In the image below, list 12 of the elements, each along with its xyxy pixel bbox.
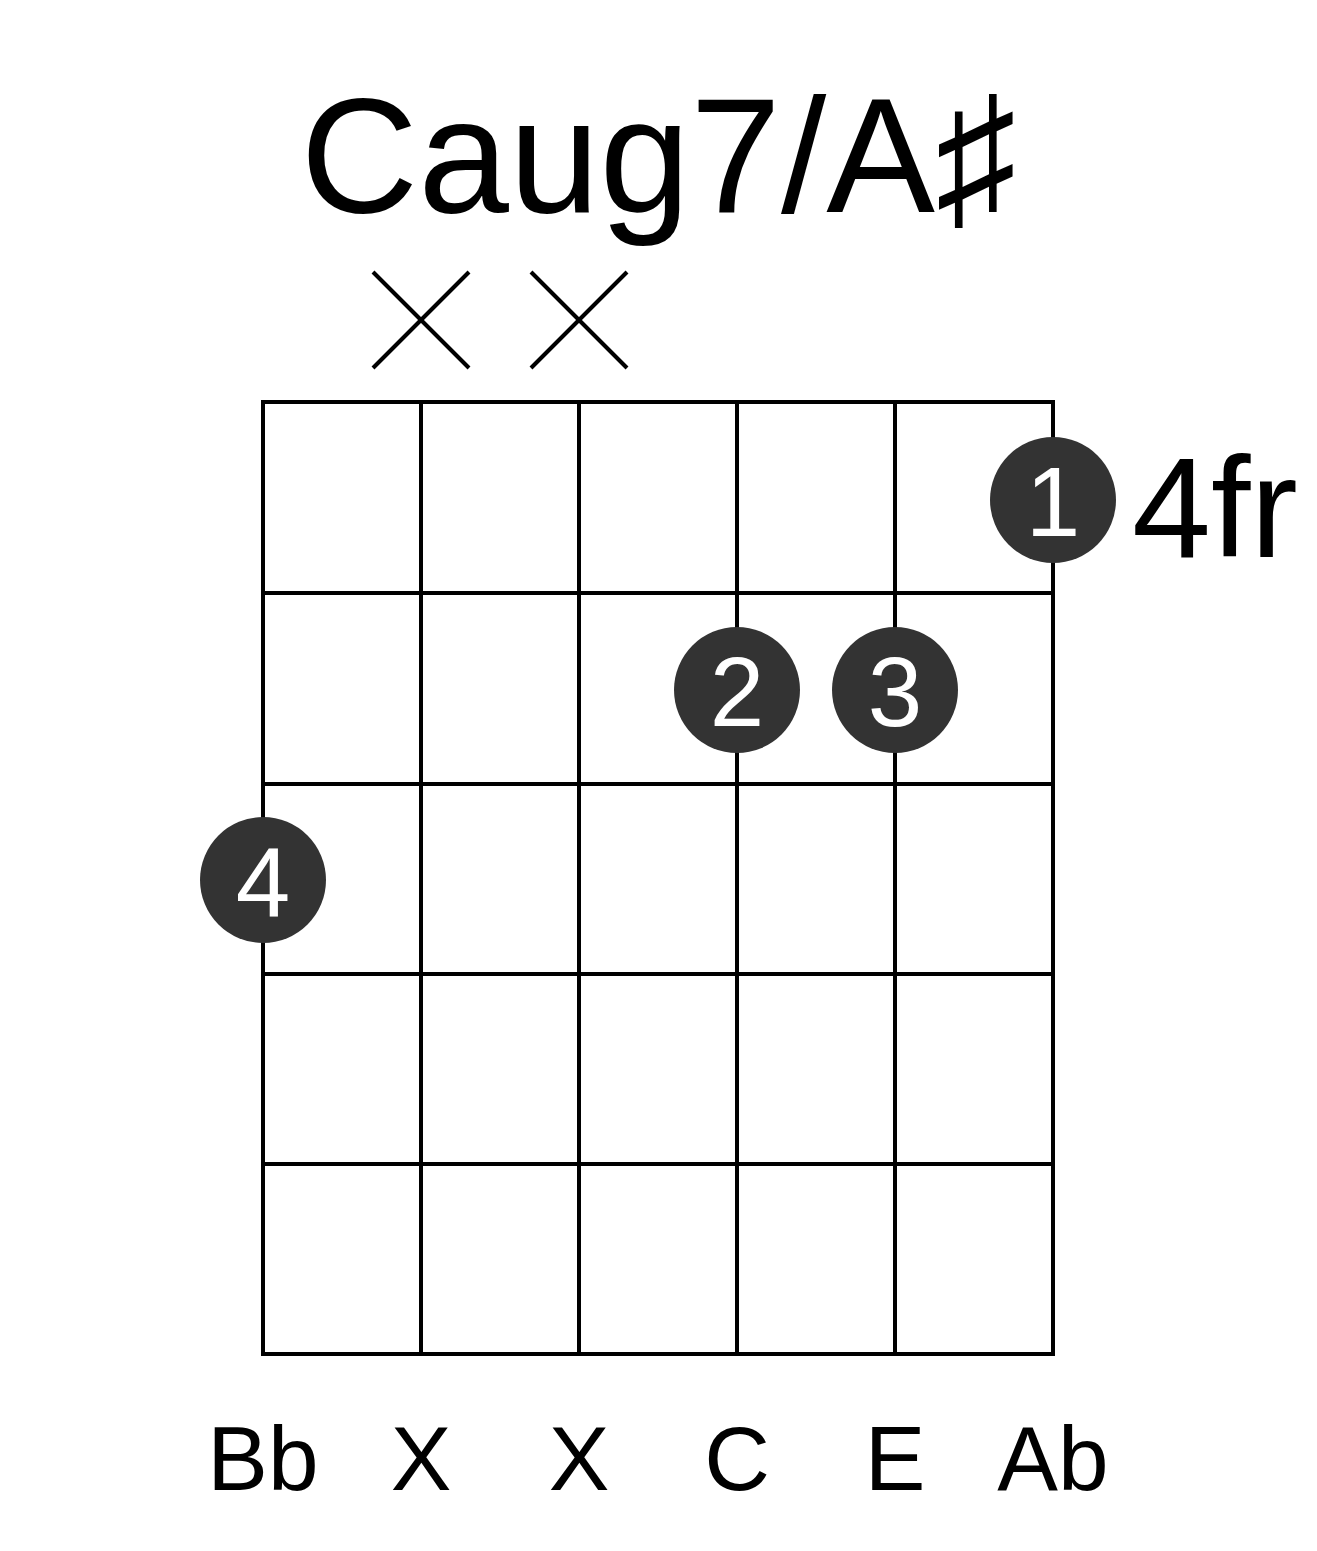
string-note-label: C — [704, 1406, 770, 1511]
finger-dot: 4 — [200, 817, 326, 943]
string-note-label: X — [548, 1406, 610, 1511]
finger-dot: 1 — [990, 437, 1116, 563]
string-note-label: Bb — [207, 1406, 319, 1511]
fret-number-label: 4fr — [1132, 427, 1298, 590]
string-note-label: Ab — [997, 1406, 1109, 1511]
string-note-label: X — [390, 1406, 452, 1511]
finger-dot: 2 — [674, 627, 800, 753]
finger-dot: 3 — [832, 627, 958, 753]
chord-title: Caug7/A♯ — [299, 63, 1018, 249]
string-note-label: E — [864, 1406, 926, 1511]
